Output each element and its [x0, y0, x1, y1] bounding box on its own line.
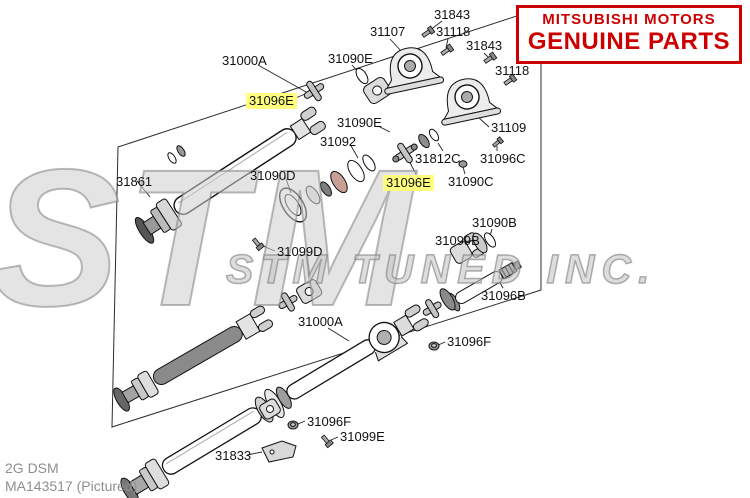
u-joint-spider-mid: [392, 142, 418, 164]
part-label-31833: 31833: [215, 448, 252, 463]
flange-yoke-mid: [296, 279, 323, 304]
part-label-31096e-b: 31096E: [383, 175, 434, 191]
bracket-31833: [261, 440, 297, 463]
part-label-31000a-b: 31000A: [298, 314, 343, 329]
part-label-31118-b: 31118: [495, 63, 530, 78]
part-label-31812c: 31812C: [415, 151, 461, 166]
nut-31090c: [458, 160, 468, 168]
part-label-31090e-b: 31090E: [337, 115, 382, 130]
part-label-31107: 31107: [370, 24, 406, 39]
center-bearing-front: [384, 47, 445, 95]
nut-31096f-a: [428, 341, 440, 351]
bolt-31843-b: [483, 51, 498, 64]
part-label-31090c: 31090C: [448, 174, 494, 189]
rear-flange: [472, 232, 488, 254]
nut-31096f-b: [287, 420, 299, 430]
part-label-31090d: 31090D: [250, 168, 296, 183]
center-bearing-kit: [278, 128, 505, 248]
part-label-31843-b: 31843: [466, 38, 503, 53]
rear-yoke: [449, 232, 485, 264]
bolt-31843-a: [421, 25, 436, 38]
brand-line2: GENUINE PARTS: [527, 28, 730, 55]
part-label-31096f-b: 31096F: [307, 414, 352, 429]
part-label-31090e-a: 31090E: [328, 51, 373, 66]
flange-yoke-front: [363, 77, 392, 105]
bolt-31099d: [251, 237, 265, 252]
leader-lines: [136, 20, 512, 456]
u-joint-spider-mid2: [278, 292, 298, 312]
part-label-31096f-a: 31096F: [447, 334, 492, 349]
part-label-31096c: 31096C: [480, 151, 526, 166]
part-label-31000a-a: 31000A: [222, 53, 267, 68]
part-label-31090b: 31090B: [472, 215, 517, 230]
genuine-parts-badge: MITSUBISHI MOTORS GENUINE PARTS: [515, 5, 742, 64]
part-label-31843-a: 31843: [434, 7, 471, 22]
part-label-31861: 31861: [116, 174, 153, 189]
rear-stub-shaft: [447, 260, 522, 312]
part-label-31118-a: 31118: [436, 24, 471, 39]
part-label-31099d: 31099D: [277, 244, 323, 259]
part-label-31096b: 31096B: [481, 288, 526, 303]
rear-driveshaft: [120, 288, 456, 498]
part-label-31096e-a: 31096E: [246, 93, 297, 109]
mid-driveshaft: [113, 305, 273, 412]
bolt-31118-b: [503, 73, 518, 86]
snap-ring-front: [355, 67, 369, 85]
u-joint-spider-front: [303, 80, 325, 102]
bolt-31096c: [492, 136, 505, 148]
front-washers: [167, 145, 186, 164]
part-label-31099b: 31099B: [435, 233, 480, 248]
footer-caption: 2G DSM MA143517 (Pictured): [5, 459, 137, 495]
bolt-31118-a: [440, 43, 455, 56]
flange-yoke-bottom: [259, 398, 281, 420]
footer-part-ref: MA143517 (Pictured): [5, 477, 138, 494]
ring-31090b: [484, 232, 496, 248]
footer-model: 2G DSM: [5, 459, 59, 476]
part-label-31099e: 31099E: [340, 429, 385, 444]
center-bearing-rear: [441, 78, 502, 126]
front-driveshaft: [134, 106, 326, 244]
brand-line1: MITSUBISHI MOTORS: [542, 11, 716, 28]
part-label-31092: 31092: [320, 134, 357, 149]
bolt-31099e: [320, 434, 334, 449]
part-label-31109: 31109: [491, 120, 527, 135]
